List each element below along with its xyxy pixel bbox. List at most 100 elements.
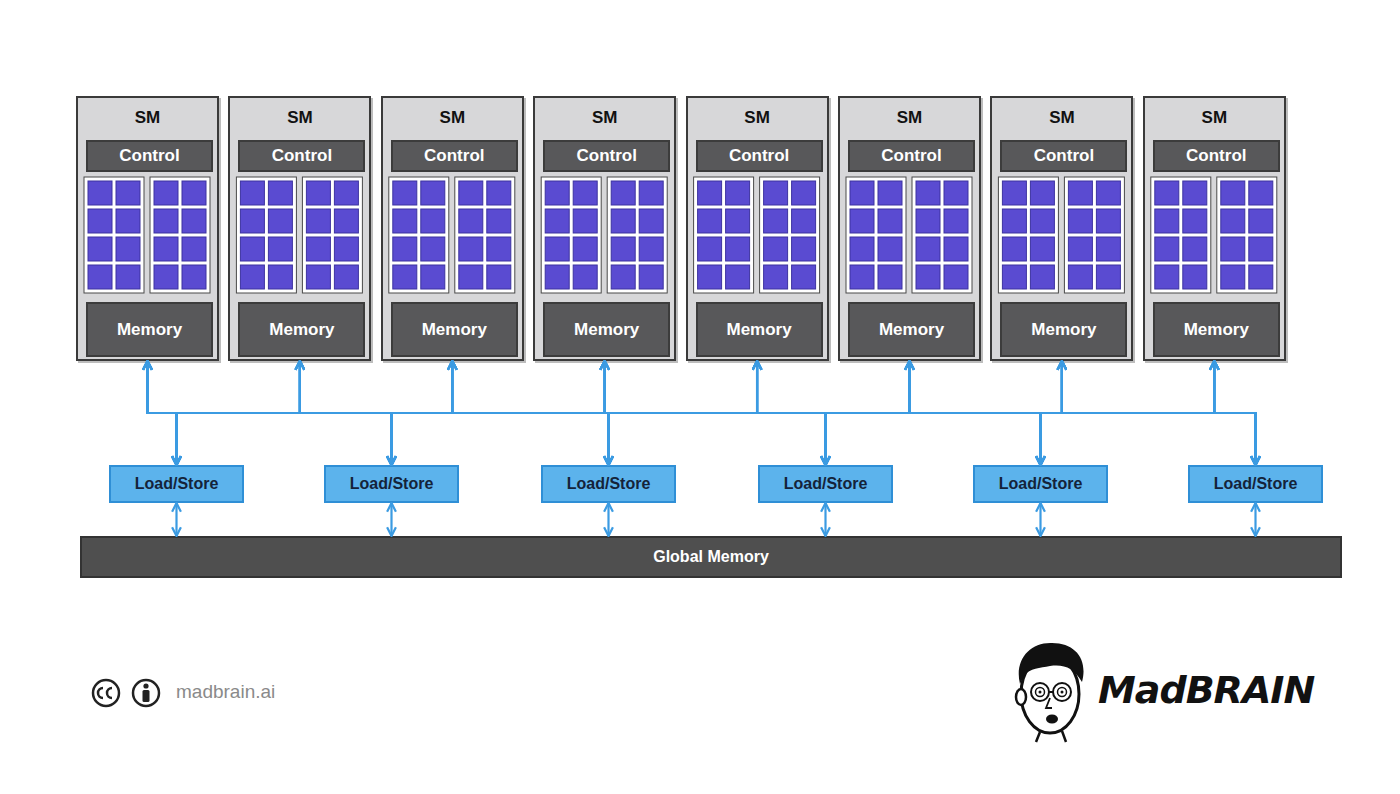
core-array xyxy=(389,177,515,293)
control-unit: Control xyxy=(1153,140,1280,172)
sm-heading: SM xyxy=(992,108,1131,128)
global-memory-label: Global Memory xyxy=(653,548,769,566)
sm-memory: Memory xyxy=(543,302,670,357)
sm-memory: Memory xyxy=(696,302,823,357)
load-store-label: Load/Store xyxy=(567,475,651,493)
bus-arrow xyxy=(148,361,609,465)
control-label: Control xyxy=(272,146,332,166)
sm-memory: Memory xyxy=(391,302,518,357)
bus-arrow xyxy=(757,361,825,465)
control-label: Control xyxy=(119,146,179,166)
bus-arrow xyxy=(392,361,605,465)
bus-arrow xyxy=(177,361,453,465)
sm-memory: Memory xyxy=(848,302,975,357)
memory-label: Memory xyxy=(117,320,182,340)
load-store-unit: Load/Store xyxy=(1188,465,1323,503)
bus-arrow xyxy=(300,361,826,465)
bus-arrow xyxy=(390,503,392,536)
bus-arrow xyxy=(300,361,1041,465)
bus-arrow xyxy=(605,361,1256,465)
bus-arrow xyxy=(1214,361,1255,465)
bus-arrow xyxy=(177,361,910,465)
bus-arrow xyxy=(452,361,608,465)
control-label: Control xyxy=(729,146,789,166)
sm-memory: Memory xyxy=(1000,302,1127,357)
load-store-label: Load/Store xyxy=(999,475,1083,493)
site-url: madbrain.ai xyxy=(176,681,275,703)
sm-heading: SM xyxy=(688,108,827,128)
bus-arrow xyxy=(452,361,1255,465)
memory-label: Memory xyxy=(269,320,334,340)
control-unit: Control xyxy=(86,140,213,172)
cc-icon xyxy=(93,680,119,706)
bus-arrow xyxy=(607,503,609,536)
bus-arrow xyxy=(605,361,1041,465)
control-unit: Control xyxy=(543,140,670,172)
bus-arrow xyxy=(177,361,1062,465)
control-label: Control xyxy=(424,146,484,166)
bus-arrow xyxy=(609,361,910,465)
sm-heading: SM xyxy=(535,108,674,128)
bus-arrow xyxy=(392,361,758,465)
mascot-face xyxy=(1016,643,1084,742)
sm-heading: SM xyxy=(78,108,217,128)
core-array xyxy=(694,177,820,293)
sm-heading: SM xyxy=(383,108,522,128)
memory-label: Memory xyxy=(879,320,944,340)
load-store-label: Load/Store xyxy=(350,475,434,493)
core-array xyxy=(1151,177,1277,293)
bus-arrow xyxy=(300,361,392,465)
bus-arrow xyxy=(605,361,609,465)
bus-arrow xyxy=(392,361,1062,465)
sm-box: SM ControlMemory xyxy=(1143,96,1286,361)
bus-arrow xyxy=(392,361,1215,465)
bus-arrow xyxy=(1041,361,1062,465)
core-array xyxy=(846,177,972,293)
bus-arrow xyxy=(177,361,300,465)
bus-arrow xyxy=(609,361,1062,465)
bus-arrow xyxy=(300,361,609,465)
load-store-unit: Load/Store xyxy=(758,465,893,503)
sm-box: SM ControlMemory xyxy=(228,96,371,361)
load-store-unit: Load/Store xyxy=(541,465,676,503)
memory-label: Memory xyxy=(574,320,639,340)
bus-arrow xyxy=(609,361,758,465)
sm-heading: SM xyxy=(230,108,369,128)
bus-arrow xyxy=(392,361,910,465)
control-label: Control xyxy=(576,146,636,166)
bus-arrow xyxy=(452,361,1040,465)
bus-arrow xyxy=(300,361,1256,465)
bus-arrow xyxy=(824,503,826,536)
load-store-unit: Load/Store xyxy=(109,465,244,503)
control-unit: Control xyxy=(238,140,365,172)
bus-arrow xyxy=(177,361,1215,465)
memory-label: Memory xyxy=(1031,320,1096,340)
sm-heading: SM xyxy=(1145,108,1284,128)
control-label: Control xyxy=(881,146,941,166)
core-array xyxy=(998,177,1124,293)
bus-arrow xyxy=(148,361,392,465)
bus-arrow xyxy=(1039,503,1041,536)
sm-box: SM ControlMemory xyxy=(686,96,829,361)
core-array xyxy=(541,177,667,293)
bus-arrow xyxy=(392,361,453,465)
bus-arrow xyxy=(605,361,826,465)
bus-arrow xyxy=(175,503,177,536)
logo-wordmark: MadBRAIN xyxy=(1098,668,1314,712)
sm-box: SM ControlMemory xyxy=(381,96,524,361)
load-store-unit: Load/Store xyxy=(973,465,1108,503)
sm-memory: Memory xyxy=(1153,302,1280,357)
bus-arrow xyxy=(177,361,605,465)
by-icon xyxy=(133,680,159,706)
control-unit: Control xyxy=(391,140,518,172)
bus-arrow xyxy=(148,361,1256,465)
control-label: Control xyxy=(1186,146,1246,166)
bus-arrow xyxy=(826,361,1215,465)
sm-box: SM ControlMemory xyxy=(533,96,676,361)
control-unit: Control xyxy=(696,140,823,172)
bus-arrow xyxy=(452,361,825,465)
core-array xyxy=(84,177,210,293)
sm-heading: SM xyxy=(840,108,979,128)
sm-box: SM ControlMemory xyxy=(838,96,981,361)
